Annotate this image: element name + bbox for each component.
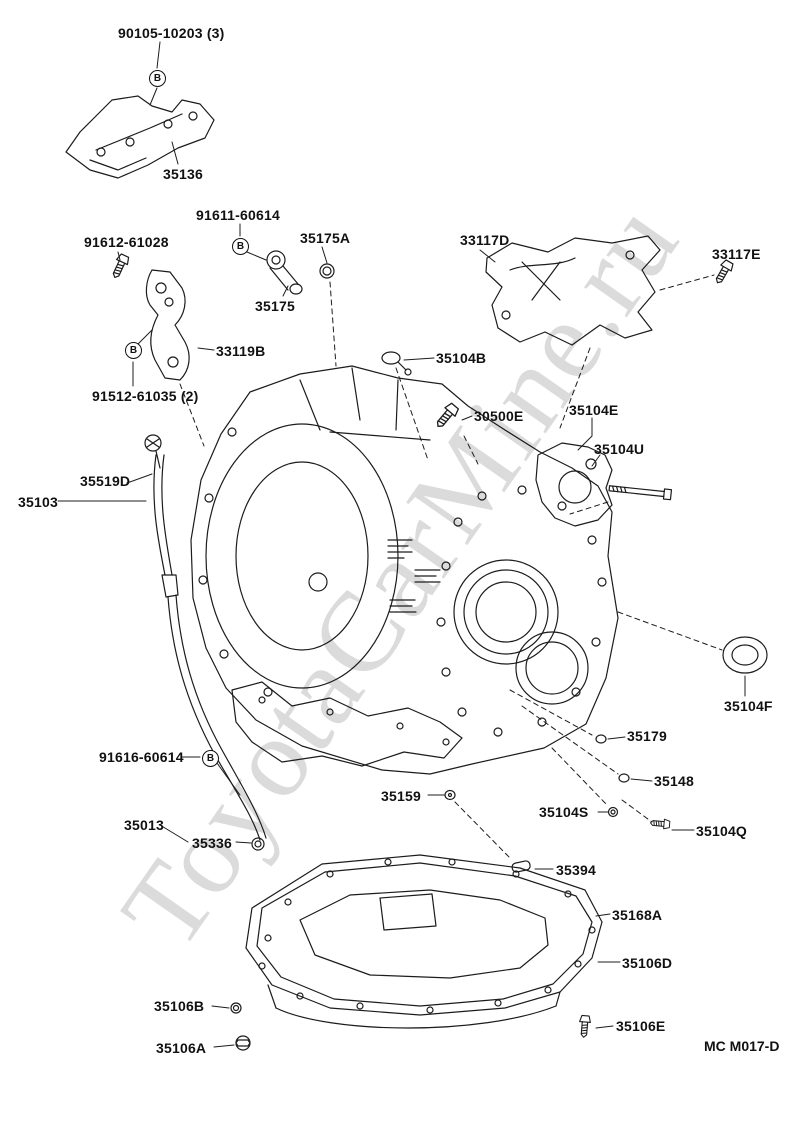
part-label-35175A: 35175A <box>300 230 351 246</box>
part-label-35136: 35136 <box>163 166 203 182</box>
speed-sensor-35175-drawing <box>266 250 335 295</box>
dashed-leader-lines <box>179 274 723 859</box>
transmission-case-drawing <box>190 365 619 775</box>
part-label-90105-10203: 90105-10203 (3) <box>118 25 225 41</box>
part-label-35104S: 35104S <box>539 804 589 820</box>
part-label-33119B: 33119B <box>216 343 266 359</box>
part-label-91611-60614: 91611-60614 <box>196 207 280 223</box>
circled-bolt-symbol: B <box>125 342 142 359</box>
part-label-35106A: 35106A <box>156 1040 207 1056</box>
part-label-35106E: 35106E <box>616 1018 666 1034</box>
part-label-35148: 35148 <box>654 773 694 789</box>
part-label-35013: 35013 <box>124 817 164 833</box>
part-label-35104E: 35104E <box>569 402 619 418</box>
cover-33117D-drawing <box>485 235 661 346</box>
part-label-35519D: 35519D <box>80 473 131 489</box>
part-label-91612-61028: 91612-61028 <box>84 234 169 250</box>
bracket-plate-35136-drawing <box>65 95 215 179</box>
part-label-33117E: 33117E <box>712 246 761 262</box>
part-label-35104F: 35104F <box>724 698 773 714</box>
part-label-35168A: 35168A <box>612 907 663 923</box>
circled-bolt-symbol: B <box>232 238 249 255</box>
part-label-35106D: 35106D <box>622 955 673 971</box>
part-label-35336: 35336 <box>192 835 232 851</box>
part-label-35394: 35394 <box>556 862 596 878</box>
part-label-35103: 35103 <box>18 494 58 510</box>
part-label-91616-60614: 91616-60614 <box>99 749 184 765</box>
rear-extension-35104-drawing <box>535 442 613 527</box>
part-label-35104Q: 35104Q <box>696 823 748 839</box>
oil-pan-drawing <box>245 854 603 1029</box>
circled-bolt-symbol: B <box>202 750 219 767</box>
part-label-91512-61035: 91512-61035 (2) <box>92 388 199 404</box>
part-label-35106B: 35106B <box>154 998 205 1014</box>
seal-35104F-drawing <box>722 636 768 674</box>
label-leader-lines <box>57 41 746 1048</box>
bracket-33119B-drawing <box>145 269 190 381</box>
part-label-35175: 35175 <box>255 298 295 314</box>
part-label-33117D: 33117D <box>460 232 510 248</box>
part-label-30500E: 30500E <box>474 408 524 424</box>
circled-bolt-symbol: B <box>149 70 166 87</box>
part-label-35104B: 35104B <box>436 350 487 366</box>
part-label-35159: 35159 <box>381 788 421 804</box>
dipstick-and-tube-drawing <box>144 434 267 851</box>
part-label-35104U: 35104U <box>594 441 645 457</box>
drawing-code: MC M017-D <box>704 1038 780 1054</box>
small-plugs-drawing <box>230 351 630 1051</box>
part-label-35179: 35179 <box>627 728 667 744</box>
